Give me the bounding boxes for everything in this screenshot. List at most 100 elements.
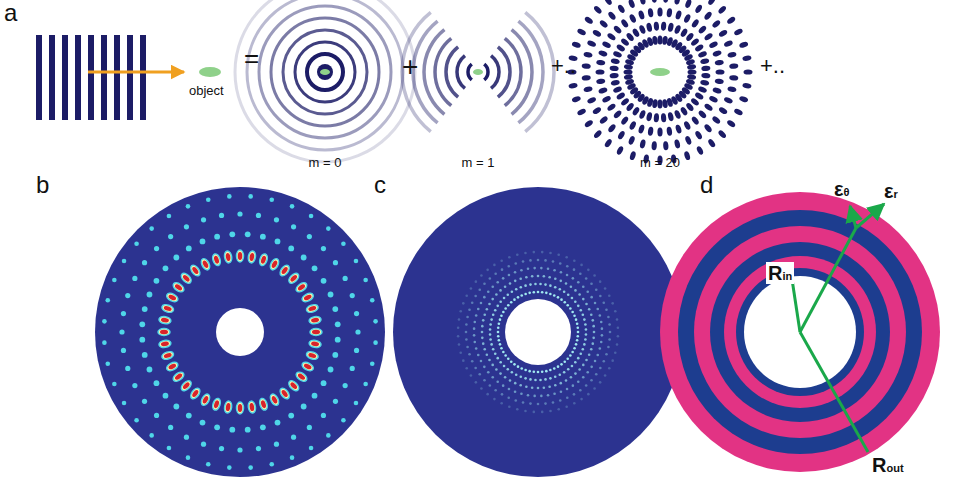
field-spot	[163, 265, 169, 271]
dot	[628, 0, 636, 9]
field-spot	[309, 214, 314, 219]
field-spot	[504, 354, 507, 357]
field-spot	[496, 281, 499, 284]
field-spot	[483, 348, 486, 351]
field-spot	[343, 383, 348, 388]
field-spot	[572, 384, 575, 387]
field-spot	[520, 393, 523, 396]
field-spot	[462, 302, 465, 305]
dot	[712, 87, 722, 95]
field-spot	[557, 253, 560, 256]
field-spot	[125, 293, 130, 298]
object-shape	[473, 69, 483, 75]
field-spot	[269, 197, 274, 202]
dot	[727, 86, 737, 93]
field-spot	[500, 259, 503, 262]
dot	[576, 108, 586, 117]
field-spot	[483, 366, 486, 369]
field-spot	[206, 462, 211, 467]
field-spot	[590, 348, 593, 351]
field-spot	[287, 272, 300, 285]
field-spot	[559, 382, 562, 385]
field-spot	[506, 368, 509, 371]
field-spot	[291, 224, 296, 229]
field-spot	[537, 387, 540, 390]
stripe	[49, 35, 55, 120]
dot	[726, 16, 736, 25]
panel-letter: d	[700, 172, 713, 198]
field-spot	[591, 319, 594, 322]
field-spot	[473, 327, 476, 330]
dot	[606, 103, 616, 112]
dot	[661, 113, 667, 122]
field-spot	[611, 359, 614, 362]
field-spot	[468, 308, 471, 311]
dot	[673, 109, 681, 119]
field-spot	[524, 252, 527, 255]
field-spot	[149, 433, 154, 438]
arc	[518, 21, 543, 123]
field-spot	[486, 353, 489, 356]
field-spot	[161, 341, 170, 347]
dot	[612, 85, 622, 93]
dot	[694, 4, 703, 14]
field-spot	[134, 418, 139, 423]
field-spot	[219, 213, 224, 218]
field-spot	[583, 343, 586, 346]
field-spot	[557, 296, 560, 299]
field-spot	[494, 352, 497, 355]
field-spot	[492, 313, 495, 316]
field-spot	[271, 395, 279, 404]
field-spot	[158, 316, 171, 325]
dot	[616, 91, 626, 100]
dot	[675, 124, 683, 134]
field-spot	[132, 383, 137, 388]
field-spot	[500, 402, 503, 405]
field-spot	[570, 285, 573, 288]
dot	[726, 119, 736, 128]
field-spot	[582, 364, 585, 367]
arc	[446, 47, 458, 97]
dot	[718, 106, 728, 115]
field-spot	[591, 342, 594, 345]
dot	[616, 145, 625, 155]
field-spot	[161, 350, 175, 360]
field-spot	[297, 283, 306, 291]
arc	[498, 47, 510, 97]
dot	[666, 8, 673, 18]
field-spot	[248, 465, 253, 470]
field-spot	[560, 390, 563, 393]
field-spot	[533, 291, 536, 294]
field-spot	[519, 277, 522, 280]
dot	[624, 74, 634, 81]
dot	[599, 115, 609, 125]
field-spot	[237, 402, 244, 414]
dot	[683, 120, 692, 130]
dot	[700, 58, 710, 65]
field-spot	[544, 283, 547, 286]
arc	[491, 56, 499, 89]
field-spot	[301, 292, 315, 304]
dot	[586, 40, 596, 48]
field-spot	[478, 288, 481, 291]
dot	[593, 129, 603, 139]
field-spot	[499, 300, 502, 303]
dot	[651, 0, 657, 3]
field-spot	[350, 366, 355, 371]
field-spot	[487, 371, 490, 374]
field-spot	[373, 319, 378, 324]
field-spot	[563, 371, 566, 374]
field-spot	[186, 413, 192, 419]
field-spot	[278, 264, 291, 278]
dot	[723, 40, 733, 48]
field-spot	[599, 314, 602, 317]
dot	[609, 65, 618, 71]
field-spot	[592, 337, 595, 340]
field-spot	[489, 323, 492, 326]
field-spot	[200, 393, 212, 407]
mode-m0	[235, 0, 415, 162]
field-spot	[335, 321, 341, 327]
field-spot	[537, 371, 540, 374]
field-spot	[168, 425, 173, 430]
field-spot	[524, 410, 527, 413]
